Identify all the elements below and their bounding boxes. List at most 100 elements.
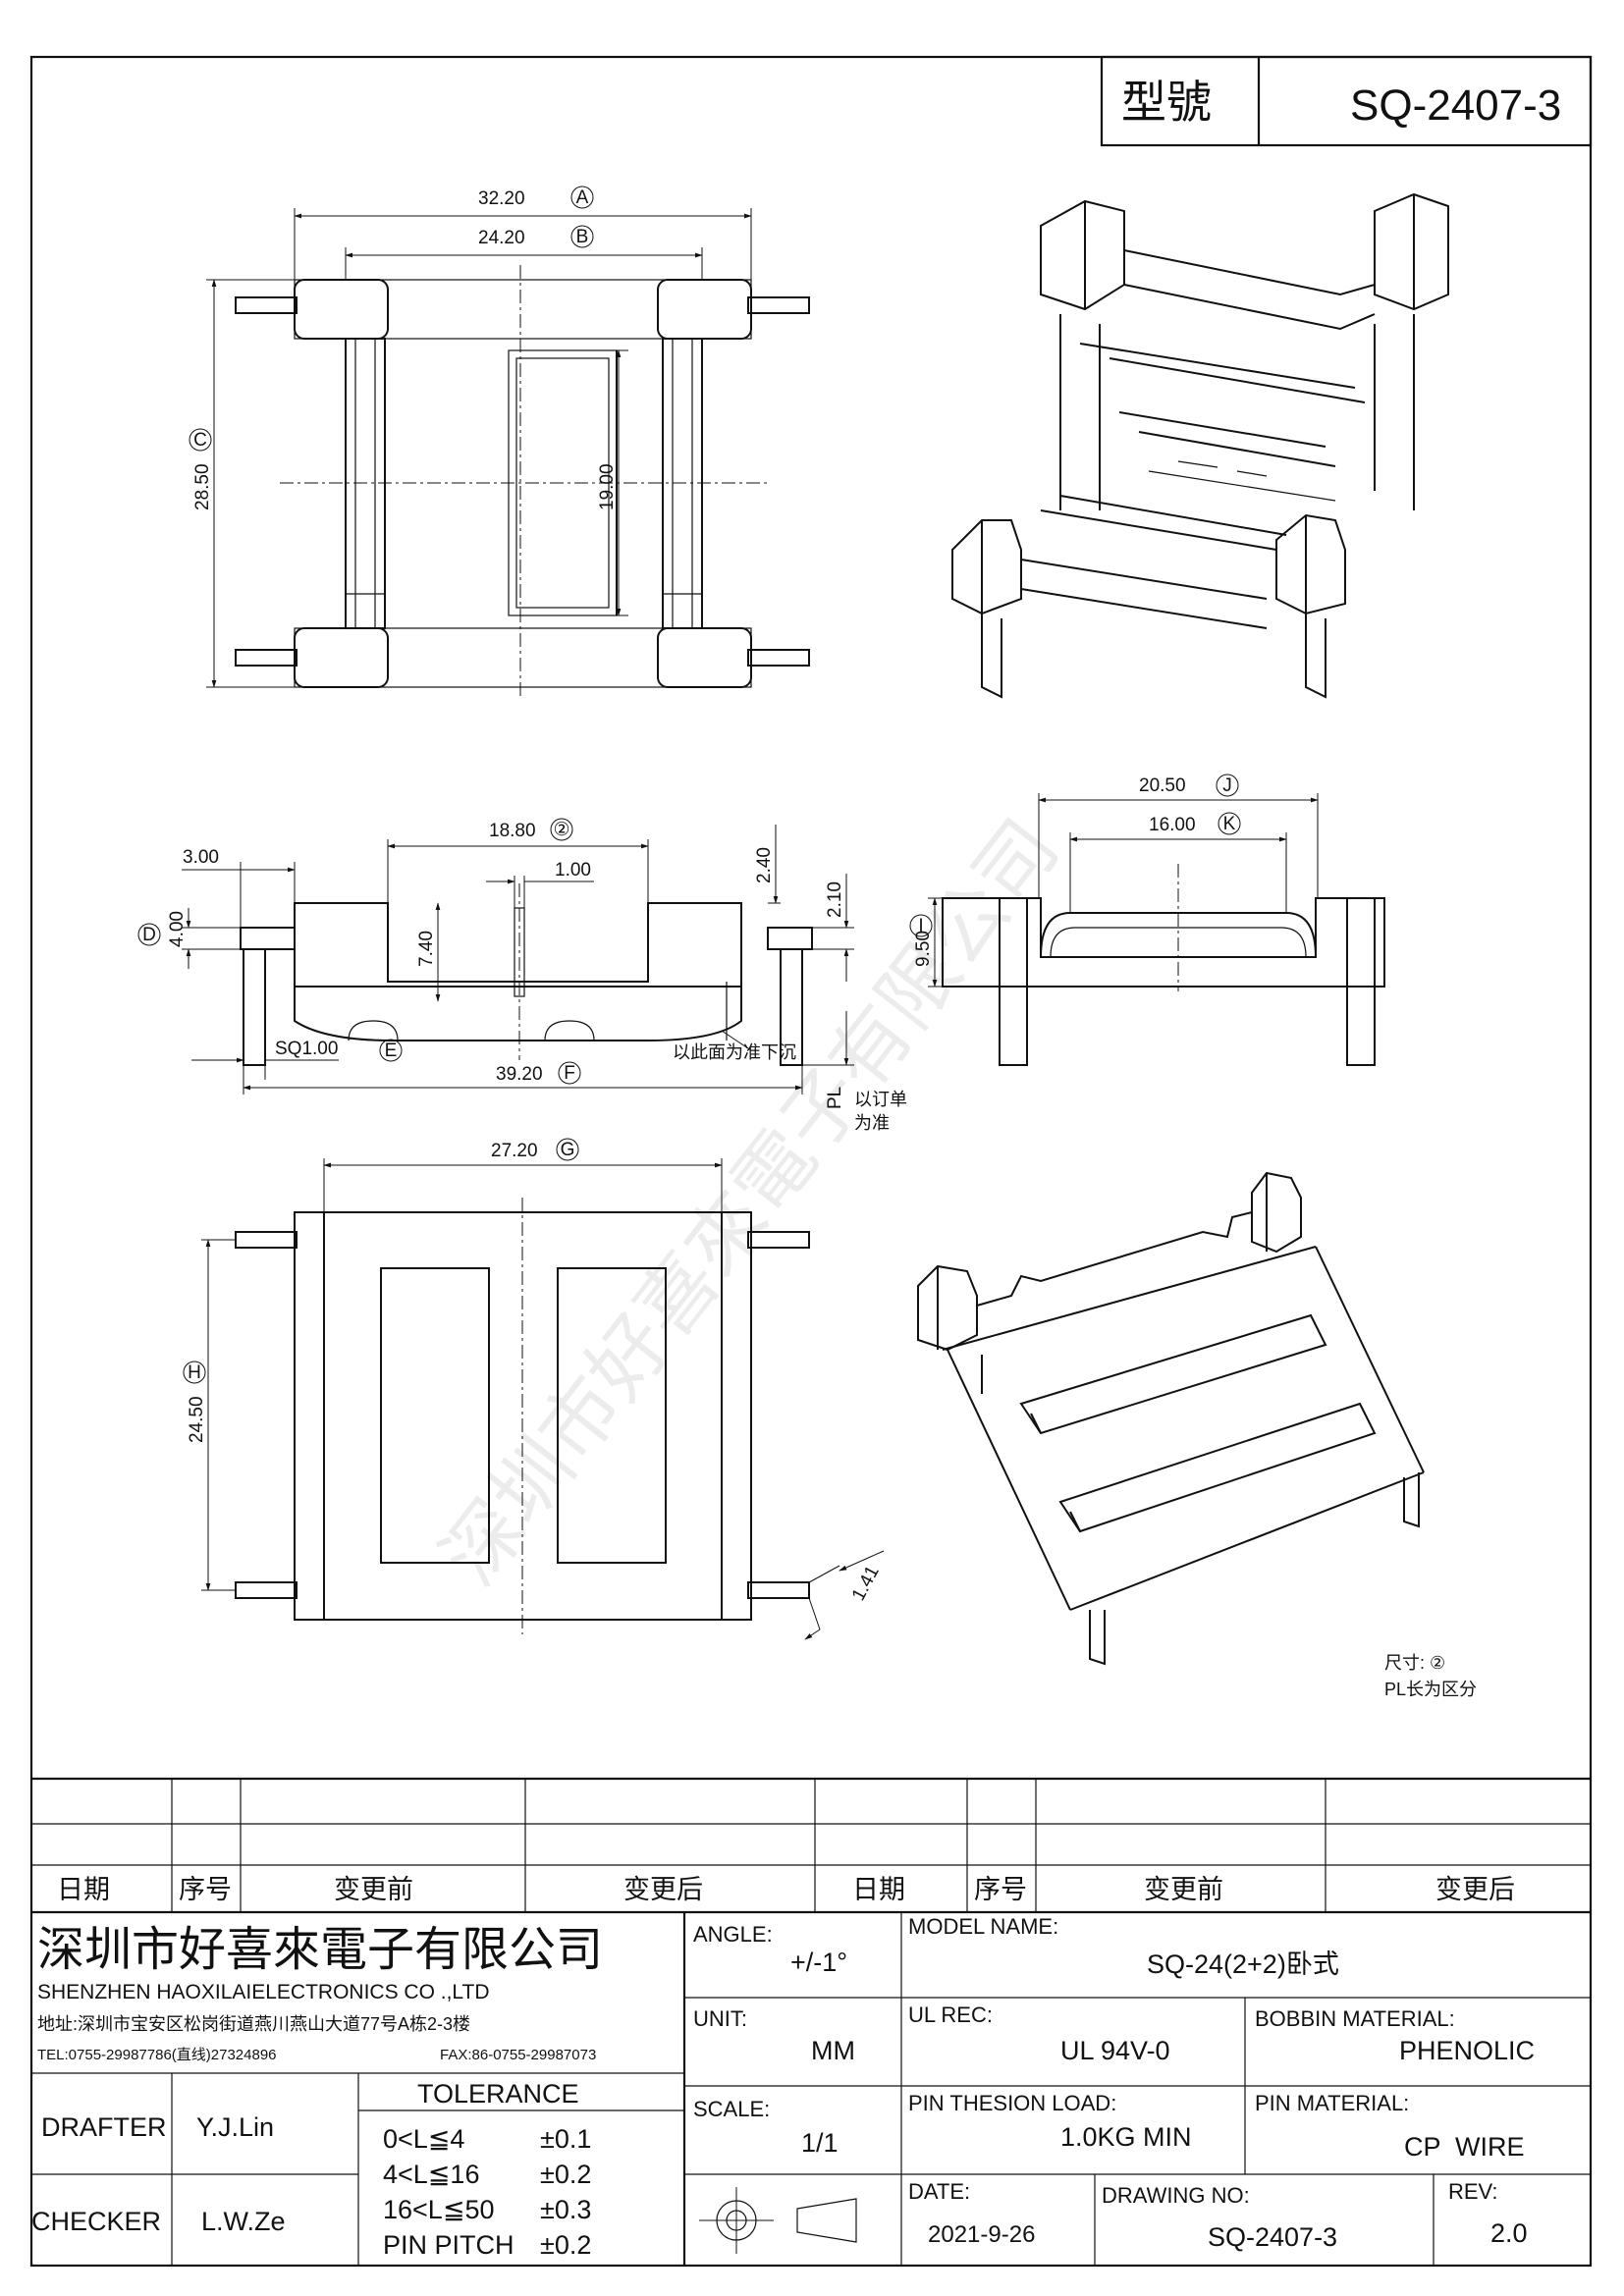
model-header: 型號 SQ-2407-3: [1100, 55, 1593, 147]
side-view: 20.50 J 16.00 K 9.50 I: [909, 774, 1385, 1066]
checker-name: L.W.Ze: [201, 2207, 286, 2236]
dim-f-tag: F: [564, 1063, 575, 1084]
dim-c-value: 28.50: [192, 463, 213, 510]
dim-2-10: 2.10: [825, 881, 845, 918]
pin-material-value: CP WIRE: [1404, 2132, 1525, 2162]
dim-3: 3.00: [183, 847, 219, 868]
pin-material-label: PIN MATERIAL:: [1255, 2091, 1409, 2115]
checker-label: CHECKER: [31, 2207, 161, 2236]
model-name-label: MODEL NAME:: [908, 1914, 1058, 1939]
tolerance-value-1: ±0.1: [540, 2124, 591, 2154]
pin: [747, 649, 810, 667]
date-value: 2021-9-26: [928, 2221, 1035, 2248]
isometric-view-top: [951, 192, 1449, 699]
rev-header-before: 变更前: [334, 1875, 413, 1904]
pl-note-2: 为准: [854, 1113, 890, 1133]
revision-table: 日期 序号 变更前 变更后 日期 序号 变更前 变更后: [31, 1777, 1591, 1914]
dim-1-41: 1.41: [848, 1563, 884, 1605]
tolerance-range-1: 0<L≦4: [383, 2124, 464, 2154]
ul-value: UL 94V-0: [1060, 2036, 1170, 2065]
dim-g-tag: G: [561, 1140, 575, 1160]
pin: [243, 948, 266, 1066]
pin: [235, 649, 298, 667]
dim-b-tag: B: [576, 227, 589, 247]
pin: [1346, 897, 1376, 1066]
rev-header-seq-2: 序号: [974, 1875, 1027, 1904]
unit-value: MM: [811, 2036, 855, 2065]
pin: [747, 1231, 810, 1249]
pin: [235, 1581, 298, 1599]
pl-label: PL: [825, 1087, 845, 1109]
dim-k-value: 16.00: [1149, 815, 1196, 835]
model-label: 型號: [1121, 77, 1212, 128]
company-name-en: SHENZHEN HAOXILAIELECTRONICS CO .,LTD: [37, 1981, 490, 2003]
isometric-view-bottom: [917, 1171, 1425, 1666]
dim-c-tag: C: [193, 430, 207, 451]
bobbin-material-label: BOBBIN MATERIAL:: [1255, 2006, 1455, 2031]
pin: [235, 296, 298, 314]
dim-a-value: 32.20: [478, 188, 525, 209]
model-name-value: SQ-24(2+2)卧式: [1147, 1949, 1339, 1979]
dim-i-tag: I: [918, 916, 923, 936]
rev-header-after: 变更后: [623, 1875, 703, 1904]
top-view: 32.20 A 24.20 B 28.50 C 19.00: [189, 186, 810, 697]
dim-i-value: 9.50: [913, 931, 934, 967]
dim-7-40: 7.40: [416, 931, 437, 967]
drawing-no-label: DRAWING NO:: [1102, 2183, 1250, 2208]
dim-a-tag: A: [576, 187, 589, 208]
sink-note: 以此面为准下沉: [673, 1042, 796, 1062]
tolerance-value-3: ±0.3: [540, 2195, 591, 2224]
scale-value: 1/1: [801, 2128, 839, 2158]
ul-label: UL REC:: [908, 2002, 993, 2027]
scale-label: SCALE:: [693, 2097, 770, 2121]
tolerance-value-2: ±0.2: [540, 2160, 591, 2189]
rev-header-date-2: 日期: [852, 1875, 905, 1904]
company-name-cn: 深圳市好喜來電子有限公司: [37, 1924, 603, 1976]
rev-header-date: 日期: [57, 1875, 110, 1904]
pl-note-1: 以订单: [854, 1090, 907, 1109]
dim-j-tag: J: [1222, 775, 1232, 796]
pin: [747, 296, 810, 314]
drafter-label: DRAFTER: [41, 2112, 167, 2142]
company-tel: TEL:0755-29987786(直线)27324896: [37, 2047, 277, 2063]
title-block: 深圳市好喜來電子有限公司 SHENZHEN HAOXILAIELECTRONIC…: [31, 1912, 1591, 2266]
dim-d-tag: D: [142, 925, 156, 945]
drafter-name: Y.J.Lin: [196, 2112, 274, 2142]
rev-header-after-2: 变更后: [1435, 1875, 1515, 1904]
rev-label: REV:: [1448, 2179, 1498, 2204]
dim-d-value: 4.00: [167, 911, 188, 947]
unit-label: UNIT:: [693, 2006, 747, 2031]
tolerance-range-4: PIN PITCH: [383, 2230, 514, 2260]
front-view: 18.80 ② 1.00 3.00 4.00 D 7.40 2.40 2.1: [137, 818, 907, 1133]
dim-e-tag: E: [385, 1041, 398, 1061]
dim-k-tag: K: [1223, 814, 1236, 834]
dim-g-value: 27.20: [491, 1141, 538, 1161]
pin: [235, 1231, 298, 1249]
rev-value: 2.0: [1490, 2218, 1528, 2248]
dim-h-tag: H: [188, 1362, 201, 1383]
company-fax: FAX:86-0755-29987073: [440, 2047, 596, 2063]
dim-2-40: 2.40: [754, 847, 775, 883]
drawing-no-value: SQ-2407-3: [1208, 2222, 1337, 2252]
angle-label: ANGLE:: [693, 1922, 773, 1947]
dim-gap: 1.00: [555, 860, 591, 881]
projection-symbol: [699, 2187, 857, 2254]
dim-h-value: 24.50: [187, 1396, 207, 1443]
date-label: DATE:: [908, 2179, 970, 2204]
dim-inner-height: 19.00: [597, 463, 618, 510]
pin: [747, 1581, 810, 1599]
rev-header-seq: 序号: [179, 1875, 232, 1904]
dim-side-len-tag: ②: [553, 820, 569, 840]
company-address: 地址:深圳市宝安区松岗街道燕川燕山大道77号A栋2-3楼: [37, 2014, 470, 2034]
size-note-2: PL长为区分: [1384, 1680, 1477, 1699]
dim-f-value: 39.20: [496, 1064, 543, 1085]
pin-load-label: PIN THESION LOAD:: [908, 2091, 1116, 2115]
drawing-border: [29, 55, 1593, 2268]
tolerance-title: TOLERANCE: [417, 2079, 579, 2109]
tolerance-value-4: ±0.2: [540, 2230, 591, 2260]
pin-load-value: 1.0KG MIN: [1060, 2122, 1192, 2152]
bobbin-material-value: PHENOLIC: [1399, 2036, 1535, 2065]
model-number: SQ-2407-3: [1350, 81, 1561, 130]
angle-value: +/-1°: [790, 1948, 847, 1977]
